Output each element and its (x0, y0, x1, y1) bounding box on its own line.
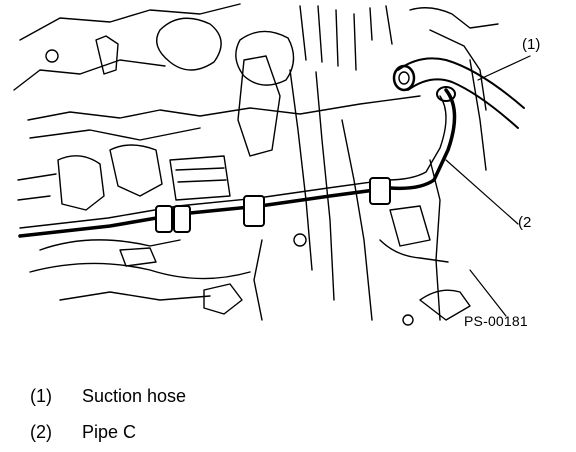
legend-text: Pipe C (82, 421, 137, 442)
engine-components (13, 3, 499, 326)
legend-number: (1) (30, 385, 52, 406)
suction-hose (392, 57, 525, 129)
legend: (1) Suction hose (2) Pipe C (30, 378, 186, 450)
engine-bay-line-drawing (13, 3, 531, 326)
callout-2-label: (2 (518, 214, 532, 231)
figure-id: PS-00181 (464, 313, 528, 329)
pipe-c (18, 86, 457, 238)
legend-number: (2) (30, 421, 52, 442)
callout-leaders (445, 55, 531, 317)
legend-text: Suction hose (82, 385, 187, 406)
legend-item: (2) Pipe C (30, 414, 186, 450)
callout-1-label: (1) (522, 36, 541, 53)
legend-item: (1) Suction hose (30, 378, 186, 414)
